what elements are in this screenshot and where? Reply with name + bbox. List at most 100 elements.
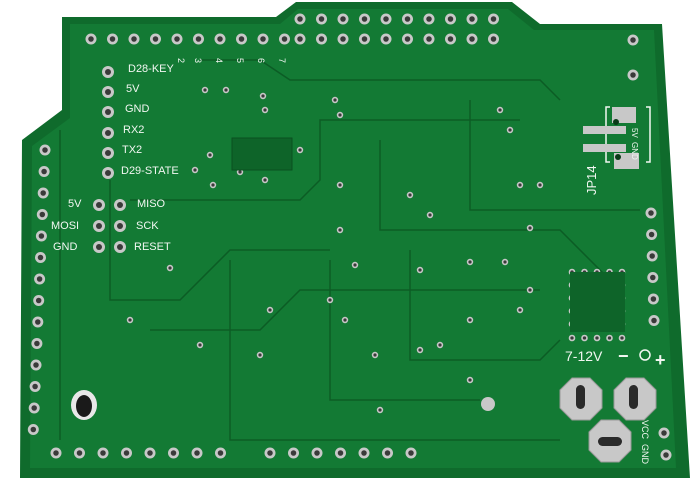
test-pad <box>481 397 495 411</box>
header-pin <box>279 33 290 45</box>
header-pin <box>193 33 204 45</box>
header-pin <box>646 250 658 262</box>
via <box>506 126 514 134</box>
header-pin <box>402 13 413 25</box>
icsp-pin <box>114 241 126 253</box>
header-pin <box>380 33 392 45</box>
bt-header-pin <box>102 86 114 98</box>
header-pin <box>35 230 47 242</box>
label-icsp-gnd: GND <box>53 241 78 253</box>
header-pin <box>405 447 417 459</box>
power-pads <box>559 377 657 463</box>
header-pin <box>627 69 639 81</box>
label-jp-5v: 5V <box>630 128 639 138</box>
qfn-via <box>618 334 626 342</box>
header-pin <box>215 447 226 459</box>
qfn-via <box>593 334 601 342</box>
via <box>336 226 344 234</box>
header-pin <box>34 273 46 285</box>
header-pin <box>645 207 657 219</box>
label-jp-gnd: GND <box>630 142 639 160</box>
header-pin <box>121 447 132 459</box>
header-pin <box>97 447 109 459</box>
trace <box>409 250 561 361</box>
via <box>261 176 269 184</box>
via <box>466 316 474 324</box>
header-pin <box>488 13 499 25</box>
via <box>296 146 304 154</box>
polarity-center-icon <box>639 349 651 361</box>
trace <box>329 260 480 401</box>
icsp-pin <box>114 199 126 211</box>
via <box>209 181 217 189</box>
mounting-hole-drill <box>76 395 92 417</box>
polarity-minus: − <box>618 346 629 366</box>
header-pin <box>380 13 392 25</box>
via <box>196 341 204 349</box>
via <box>516 181 524 189</box>
via <box>406 191 414 199</box>
pads <box>27 13 672 461</box>
header-pin <box>191 447 203 459</box>
label-5v: 5V <box>126 83 140 95</box>
icsp-pin <box>93 199 105 211</box>
via <box>526 224 534 232</box>
label-d29-state: D29-STATE <box>121 165 179 177</box>
header-pin <box>30 359 42 371</box>
via <box>336 111 344 119</box>
bt-header-pin <box>102 127 114 139</box>
header-pin <box>358 447 370 459</box>
header-pin <box>144 447 156 459</box>
header-pin <box>445 33 456 45</box>
qfn-footprint <box>570 272 625 332</box>
header-pin <box>28 402 40 414</box>
via <box>351 261 359 269</box>
label-power-gnd: GND <box>640 444 650 465</box>
bt-header-pin <box>102 106 114 118</box>
header-pin <box>150 33 161 45</box>
header-pin <box>316 13 327 25</box>
via <box>259 92 267 100</box>
via <box>126 316 134 324</box>
via <box>166 264 174 272</box>
polarity-plus: + <box>655 350 666 370</box>
label-icsp-5v: 5V <box>68 198 82 210</box>
trace <box>200 59 561 101</box>
header-pin <box>337 33 349 45</box>
via <box>416 266 424 274</box>
via <box>191 166 199 174</box>
header-pin <box>316 33 327 45</box>
pin-number: 7 <box>277 58 287 63</box>
jumper-jp14 <box>583 106 651 169</box>
qfn-via <box>606 334 613 342</box>
bt-header-pin <box>102 147 114 159</box>
header-pin <box>445 13 456 25</box>
label-jp14: JP14 <box>584 165 599 195</box>
label-mosi: MOSI <box>51 220 79 232</box>
header-pin <box>488 33 499 45</box>
header-pin <box>335 447 346 459</box>
header-pin <box>168 447 179 459</box>
qfn-via <box>581 334 588 342</box>
header-pin <box>50 447 62 459</box>
trace <box>469 100 640 211</box>
label-miso: MISO <box>137 198 166 210</box>
header-pin <box>32 316 44 328</box>
header-pin <box>31 338 43 349</box>
via <box>466 376 474 384</box>
header-pin <box>466 33 478 45</box>
via <box>466 258 474 266</box>
icsp-pin <box>93 241 105 253</box>
header-pin <box>660 449 672 461</box>
label-reset: RESET <box>134 241 171 253</box>
via <box>331 96 339 104</box>
label-power-input: 7-12V <box>565 348 603 364</box>
ic-footprint <box>231 137 293 171</box>
via <box>496 106 504 114</box>
header-pin <box>33 295 45 306</box>
via <box>501 258 509 266</box>
header-pin <box>294 13 306 25</box>
header-pin <box>294 33 306 45</box>
label-tx2: TX2 <box>122 144 142 156</box>
